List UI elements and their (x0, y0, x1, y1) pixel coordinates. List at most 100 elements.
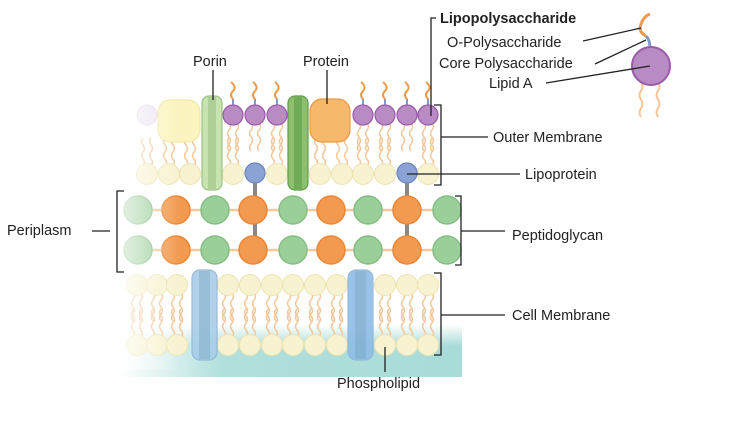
lipopolysaccharide (396, 104, 418, 126)
bracket-periplasm (92, 190, 124, 273)
phospholipid-head-tail (308, 308, 314, 338)
phospholipid-head-tail (321, 137, 327, 167)
label-porin: Porin (193, 54, 227, 70)
outer-membrane-protein (309, 98, 351, 143)
phospholipid-head (309, 163, 331, 185)
phospholipid-head-tail (330, 292, 336, 322)
phospholipid-head-tail (429, 137, 435, 167)
phospholipid-head-tail (234, 137, 240, 167)
leader-lipopolysaccharide (430, 17, 436, 116)
nam-subunit (200, 195, 230, 225)
lipopolysaccharide (222, 104, 244, 126)
lipid-a-tail (378, 122, 384, 152)
lipid-a-tail (270, 122, 276, 152)
phospholipid-head-tail (265, 292, 271, 322)
nag-subunit (238, 235, 268, 265)
transmembrane-protein-core (199, 271, 210, 359)
o-polysaccharide (382, 81, 388, 100)
phospholipid-head-tail (191, 137, 197, 167)
lipopolysaccharide (352, 104, 374, 126)
nam-subunit (432, 195, 462, 225)
lipid-a-tail-icon (638, 81, 644, 118)
phospholipid-head (417, 274, 439, 296)
phospholipid-head-tail (386, 292, 392, 322)
nam-subunit (432, 235, 462, 265)
phospholipid-head-tail (356, 137, 362, 167)
phospholipid-head-tail (278, 137, 284, 167)
phospholipid-head-tail (251, 308, 257, 338)
o-polysaccharide (230, 81, 236, 100)
phospholipid-head-tail (273, 308, 279, 338)
lipid-a-tail (400, 122, 406, 152)
phospholipid-head (374, 274, 396, 296)
leader-o-polysaccharide (582, 27, 642, 42)
nag-subunit (392, 235, 422, 265)
bracket-outer-membrane (434, 104, 488, 186)
phospholipid-head-tail (221, 292, 227, 322)
phospholipid-head (396, 274, 418, 296)
phospholipid-head-tail (421, 292, 427, 322)
phospholipid-head (326, 334, 348, 356)
phospholipid-head-tail (294, 292, 300, 322)
phospholipid-head (417, 334, 439, 356)
phospholipid-head-tail (386, 137, 392, 167)
label-periplasm: Periplasm (7, 223, 71, 239)
phospholipid-head-tail (226, 137, 232, 167)
lipoprotein (396, 162, 418, 184)
lipid-a-tail (408, 122, 414, 152)
phospholipid-head-tail (265, 308, 271, 338)
porin-core (294, 97, 302, 189)
lipopolysaccharide (244, 104, 266, 126)
phospholipid-head-tail (251, 292, 257, 322)
phospholipid-head-tail (273, 292, 279, 322)
phospholipid-head-tail (338, 308, 344, 338)
porin-core (208, 97, 216, 189)
phospholipid-head (374, 163, 396, 185)
nam-subunit (200, 235, 230, 265)
bracket-cell-membrane (434, 272, 505, 356)
nam-subunit (278, 235, 308, 265)
phospholipid-head-tail (335, 137, 341, 167)
lipid-a-tail (421, 122, 427, 152)
phospholipid-head (217, 274, 239, 296)
phospholipid-head-tail (421, 308, 427, 338)
nag-subunit (238, 195, 268, 225)
phospholipid-head-tail (286, 292, 292, 322)
phospholipid-head (217, 334, 239, 356)
label-cell-membrane: Cell Membrane (512, 308, 610, 324)
phospholipid-head-tail (286, 308, 292, 338)
phospholipid-head-tail (316, 292, 322, 322)
phospholipid-head-tail (338, 292, 344, 322)
phospholipid-head (304, 334, 326, 356)
nag-subunit (316, 195, 346, 225)
phospholipid-head-tail (429, 308, 435, 338)
phospholipid-head-tail (378, 292, 384, 322)
phospholipid-head (222, 163, 244, 185)
phospholipid-head-tail (313, 137, 319, 167)
phospholipid-head-tail (308, 292, 314, 322)
phospholipid-head-tail (316, 308, 322, 338)
phospholipid-head (304, 274, 326, 296)
o-polysaccharide-icon (638, 12, 651, 38)
lipid-a-tail (234, 122, 240, 152)
o-polysaccharide (425, 81, 431, 100)
phospholipid-head-tail (408, 308, 414, 338)
label-lipopolysaccharide: Lipopolysaccharide (440, 11, 576, 27)
phospholipid-head-tail (183, 137, 189, 167)
bracket-peptidoglycan (455, 195, 505, 266)
lipid-a-tail (226, 122, 232, 152)
lipid-a-tail-icon (655, 81, 661, 118)
lipid-a-tail (278, 122, 284, 152)
phospholipid-head-tail (421, 137, 427, 167)
phospholipid-head (282, 334, 304, 356)
phospholipid-head (352, 163, 374, 185)
phospholipid-head-tail (400, 292, 406, 322)
o-polysaccharide (252, 81, 258, 100)
lipid-a-tail (386, 122, 392, 152)
lipid-a-tail (256, 122, 262, 152)
o-polysaccharide (360, 81, 366, 100)
phospholipid-head-tail (408, 292, 414, 322)
phospholipid-head-tail (429, 292, 435, 322)
left-fade-overlay (100, 90, 180, 370)
